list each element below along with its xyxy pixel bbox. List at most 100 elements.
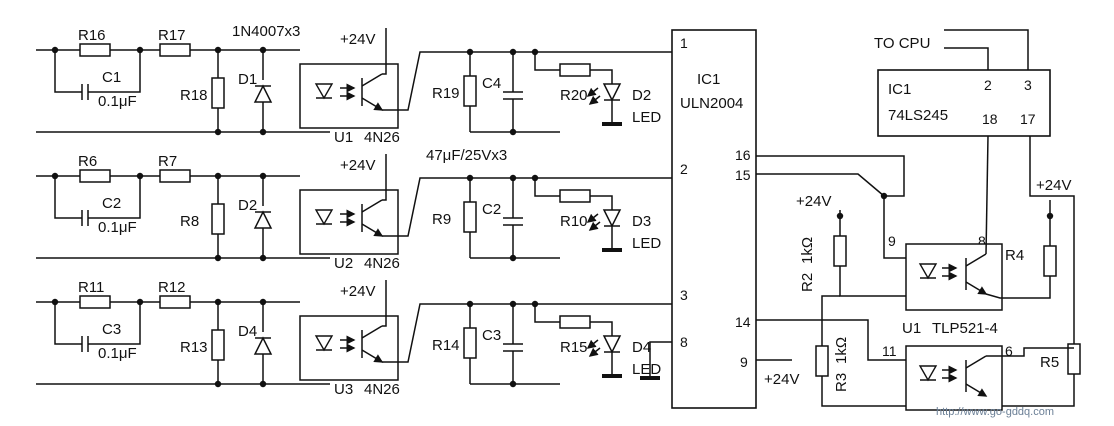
resistor-b-label: R7	[158, 153, 177, 170]
resistor-led	[559, 189, 591, 203]
tlp-pin9-wire	[883, 196, 906, 259]
cpu-label: TO CPU	[874, 35, 930, 52]
diode-label: D2	[238, 197, 257, 214]
resistor-b-label: R12	[158, 279, 186, 296]
junction-dot	[214, 254, 222, 262]
junction-dot	[1046, 212, 1054, 220]
capacitor-value: 0.1μF	[98, 219, 137, 236]
ic-uln2004-body	[671, 29, 757, 409]
supply-wire	[382, 28, 387, 75]
ic-74ls245-pin-18: 18	[982, 111, 998, 127]
resistor-pulldown-label: R14	[432, 337, 460, 354]
resistor-pulldown-label: R19	[432, 85, 460, 102]
opto-led	[314, 209, 334, 226]
uln-gnd-wire	[649, 341, 672, 378]
tlp-channel-1	[905, 243, 1003, 311]
ic-uln2004-pin-8: 8	[680, 334, 688, 350]
ic-74ls245-body	[877, 69, 1051, 137]
led-text: LED	[632, 235, 661, 252]
resistor-series-b	[159, 43, 191, 57]
supply-wire	[382, 154, 387, 201]
opto-transistor-emitter	[361, 349, 384, 363]
led-emit-arrow	[586, 213, 599, 223]
resistor-b-label: R17	[158, 27, 186, 44]
ic-74ls245: IC1 74LS245 2 3 18 17 TO CPU	[874, 35, 1051, 137]
resistor-led-label: R10	[560, 213, 588, 230]
diode-note: 1N4007x3	[232, 23, 300, 40]
wire	[534, 52, 560, 71]
ic-17-wire	[1029, 136, 1075, 344]
cpu-wire-2	[944, 47, 989, 70]
resistor-led	[559, 63, 591, 77]
ic-uln2004: IC1 ULN2004 16 15 14 8 9 +24V	[671, 29, 799, 409]
ic-74ls245-part: 74LS245	[888, 107, 948, 124]
tlp-led-1	[918, 263, 938, 280]
led	[602, 209, 622, 228]
junction-dot	[509, 254, 517, 262]
diode-label: D4	[238, 323, 257, 340]
elec-cap-label: C4	[482, 75, 501, 92]
capacitor-value: 0.1μF	[98, 345, 137, 362]
opto-out-wire	[382, 177, 672, 237]
resistor-led-label: R15	[560, 339, 588, 356]
led-emit-arrow	[588, 95, 601, 105]
elec-cap-label: C3	[482, 327, 501, 344]
ic-pin-label: 2	[680, 161, 688, 177]
ic-74ls245-pin-3: 3	[1024, 77, 1032, 93]
ic-pin-label: 1	[680, 35, 688, 51]
r5-label: R5	[1040, 354, 1059, 371]
output-stage: +24V +24V R4 R5 U1 TLP521-4 9 8 11 6 R2 …	[640, 29, 1081, 411]
opto-out-wire	[382, 303, 672, 363]
opto-part: 4N26	[364, 255, 400, 272]
opto-part: 4N26	[364, 129, 400, 146]
ic-uln2004-name: IC1	[697, 71, 720, 88]
junction-dot	[214, 128, 222, 136]
r2-label-group: R2 1kΩ	[799, 237, 816, 292]
wire	[965, 253, 987, 267]
junction-dot	[259, 128, 267, 136]
resistor-series-a	[79, 169, 111, 183]
wire	[590, 69, 613, 84]
led-text: LED	[632, 361, 661, 378]
tlp-led-2	[918, 365, 938, 382]
junction-dot	[214, 380, 222, 388]
resistor-a-label: R16	[78, 27, 106, 44]
resistor-r2	[833, 235, 847, 267]
opto-out-wire	[382, 51, 672, 111]
ic-uln2004-pin-9: 9	[740, 354, 748, 370]
cpu-wire-3	[944, 29, 1029, 70]
opto-transistor-emitter	[361, 97, 384, 111]
uln-15-wire	[756, 173, 885, 197]
supply-left: +24V	[796, 193, 831, 210]
resistor-series-b	[159, 295, 191, 309]
r2-label: R2	[799, 273, 816, 292]
resistor-a-label: R6	[78, 153, 97, 170]
tlp-pin-9: 9	[888, 233, 896, 249]
ic-uln2004-pin-14: 14	[735, 314, 751, 330]
elec-cap-label: C2	[482, 201, 501, 218]
ic-pin-label: 3	[680, 287, 688, 303]
rc-wire	[88, 302, 141, 345]
ic-uln2004-pin9-supply: +24V	[764, 371, 799, 388]
wire	[534, 178, 560, 197]
resistor-pulldown-label: R9	[432, 211, 451, 228]
diode	[253, 84, 273, 103]
opto-transistor-emitter	[361, 223, 384, 237]
led-text: LED	[632, 109, 661, 126]
resistor-series-a	[79, 295, 111, 309]
led-ref: D4	[632, 339, 651, 356]
diode	[253, 210, 273, 229]
junction-dot	[259, 254, 267, 262]
opto-ref: U3	[334, 381, 353, 398]
wire	[965, 281, 988, 295]
wire	[965, 383, 988, 397]
supply-label: +24V	[340, 157, 375, 174]
opto-ref: U2	[334, 255, 353, 272]
tlp-c2-wire	[986, 347, 1074, 357]
led	[602, 83, 622, 102]
opto-transistor-collector	[361, 73, 383, 87]
supply-label: +24V	[340, 31, 375, 48]
resistor-shunt	[211, 329, 225, 361]
r3-wire	[821, 295, 840, 346]
